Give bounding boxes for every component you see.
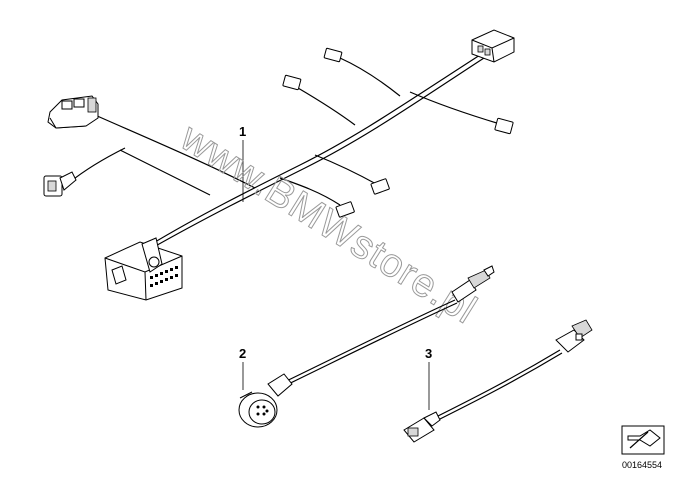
angle-connector-sensor-icon <box>238 265 495 428</box>
watermark-text: www.BMWstore.pl <box>172 115 484 333</box>
callout-1: 1 <box>239 124 246 139</box>
arrow-tag-icon <box>621 425 665 455</box>
catalog-number: 00164554 <box>622 460 662 470</box>
wiring-harness-icon <box>43 29 515 301</box>
callout-2: 2 <box>239 346 246 361</box>
callout-3: 3 <box>425 346 432 361</box>
probe-sensor-icon <box>403 319 593 443</box>
